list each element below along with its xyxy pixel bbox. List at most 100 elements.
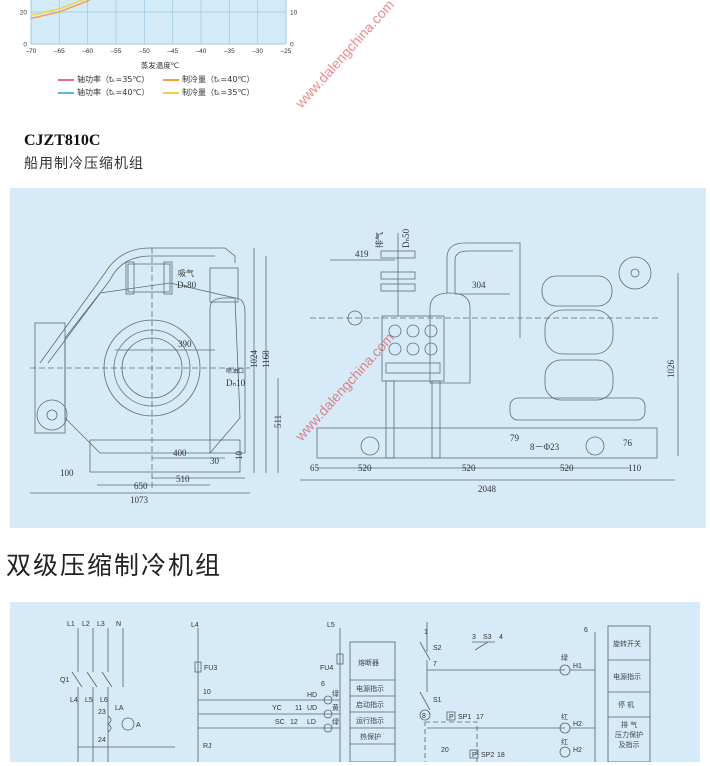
label-10: 10 bbox=[203, 689, 211, 696]
dim-419: 419 bbox=[355, 249, 369, 259]
label-suction: 吸气 bbox=[178, 268, 194, 278]
chart-x-ticks: –70–65–60–55–50–45–40–35–30–25 bbox=[26, 48, 292, 55]
dim-79: 79 bbox=[510, 433, 520, 443]
label-l3: L3 bbox=[97, 621, 105, 628]
lamp-hd bbox=[323, 695, 333, 705]
gauge bbox=[424, 324, 438, 338]
label-circle-20: 20 bbox=[441, 747, 449, 754]
section-title: 双级压缩制冷机组 bbox=[6, 551, 223, 580]
legend-item: 制冷量（tₖ=35℃） bbox=[163, 87, 273, 98]
wiring-schematic: L1 L2 L3 N Q1 L4 L5 L6 23 LA A 24 L4 FU3… bbox=[60, 621, 651, 766]
x-tick-label: –30 bbox=[252, 48, 263, 55]
series-line bbox=[30, 0, 84, 16]
table-left-1: 电源指示 bbox=[356, 684, 384, 693]
label-la: LA bbox=[115, 705, 124, 712]
x-tick-label: –55 bbox=[111, 48, 122, 55]
left-base bbox=[89, 439, 241, 473]
dim-304: 304 bbox=[472, 280, 486, 290]
label-s3: S3 bbox=[483, 634, 492, 641]
dimension-drawing: 吸气 Dₙ80 喷油口 Dₙ10 390 400 30 10 100 510 6… bbox=[30, 228, 679, 505]
legend-label: 制冷量（tₖ=40℃） bbox=[182, 75, 255, 84]
gauge bbox=[388, 324, 402, 338]
label-a: A bbox=[136, 722, 141, 729]
label-l4b: L4 bbox=[191, 622, 199, 629]
table-left-0: 熔断器 bbox=[358, 658, 379, 667]
label-l4: L4 bbox=[70, 697, 78, 704]
model-name: 船用制冷压缩机组 bbox=[24, 156, 144, 172]
dim-520-c: 520 bbox=[560, 463, 574, 473]
top-pipe-inner bbox=[454, 250, 513, 293]
label-circle-17: 17 bbox=[476, 714, 484, 721]
label-discharge: 排气 bbox=[374, 232, 384, 248]
label-sp1: SP1 bbox=[458, 714, 471, 721]
dim-650: 650 bbox=[134, 481, 148, 491]
lamp-ld bbox=[323, 723, 333, 733]
label-l1: L1 bbox=[67, 621, 75, 628]
legend-label: 轴功率（tₖ=35℃） bbox=[77, 75, 150, 84]
chart-plot-area bbox=[30, 0, 287, 45]
valve-flange-r bbox=[163, 261, 173, 295]
valve-flange-l bbox=[125, 261, 135, 295]
label-l5b: L5 bbox=[327, 622, 335, 629]
dim-65: 65 bbox=[310, 463, 320, 473]
label-hd: HD bbox=[307, 692, 317, 699]
legend-item: 轴功率（tₖ=35℃） bbox=[58, 74, 163, 85]
dim-10: 10 bbox=[234, 451, 244, 461]
label-11: 11 bbox=[295, 705, 302, 712]
label-q1: Q1 bbox=[60, 677, 69, 684]
lamp-h2b bbox=[559, 746, 571, 758]
label-yc: YC bbox=[272, 705, 282, 712]
dim-400: 400 bbox=[173, 448, 187, 458]
x-tick-label: –60 bbox=[82, 48, 93, 55]
label-ld: LD bbox=[307, 719, 316, 726]
dim-520-b: 520 bbox=[462, 463, 476, 473]
top-pipe bbox=[446, 242, 521, 338]
gauge bbox=[388, 342, 402, 356]
table-right-0: 旋转开关 bbox=[613, 639, 641, 648]
label-p2: P bbox=[472, 752, 477, 759]
x-tick-label: –35 bbox=[224, 48, 235, 55]
gauge bbox=[424, 342, 438, 356]
label-12: 12 bbox=[290, 719, 298, 726]
dim-510: 510 bbox=[176, 474, 190, 484]
label-sc: SC bbox=[275, 719, 285, 726]
label-red-1: 红 bbox=[561, 712, 568, 721]
label-red-2: 红 bbox=[561, 737, 568, 746]
x-tick-label: –45 bbox=[167, 48, 178, 55]
receiver-low bbox=[544, 359, 614, 401]
gauge bbox=[406, 324, 420, 338]
dim-2048: 2048 bbox=[478, 484, 497, 494]
current-transformer bbox=[107, 715, 112, 733]
performance-chart-svg: –70–65–60–55–50–45–40–35–30–25 020400102… bbox=[20, 0, 298, 70]
label-discharge-size: Dₙ50 bbox=[401, 228, 411, 248]
dim-511: 511 bbox=[273, 415, 283, 428]
suction-valve bbox=[127, 263, 171, 293]
fuse-fu3 bbox=[194, 661, 202, 673]
label-circle-18: 18 bbox=[497, 752, 505, 759]
label-h2b: H2 bbox=[573, 747, 582, 754]
y-left-tick-label: 20 bbox=[20, 10, 28, 17]
legend-item: 制冷量（tₖ=40℃） bbox=[163, 74, 273, 85]
label-7: 7 bbox=[433, 661, 437, 668]
separator-tank bbox=[429, 292, 471, 384]
label-oil-size: Dₙ10 bbox=[226, 378, 246, 388]
side-pulley-hub bbox=[46, 409, 58, 421]
table-left-3: 运行指示 bbox=[356, 716, 384, 725]
right-pulley-hub bbox=[630, 268, 640, 278]
table-right-1: 电源指示 bbox=[613, 672, 641, 681]
performance-chart: –70–65–60–55–50–45–40–35–30–25 020400102… bbox=[0, 0, 330, 110]
label-green-1: 绿 bbox=[332, 689, 339, 698]
legend-label: 制冷量（tₖ=35℃） bbox=[182, 88, 255, 97]
chart-x-axis-label: 蒸发温度℃ bbox=[141, 60, 179, 70]
dim-390: 390 bbox=[178, 339, 192, 349]
label-s2: S2 bbox=[433, 645, 442, 652]
dim-1024: 1024 bbox=[249, 350, 259, 369]
dim-100: 100 bbox=[60, 468, 74, 478]
label-holes: 8－Φ23 bbox=[530, 442, 560, 452]
label-24: 24 bbox=[98, 737, 106, 744]
label-fu4: FU4 bbox=[320, 665, 333, 672]
legend-label: 轴功率（tₖ=40℃） bbox=[77, 88, 150, 97]
label-n: N bbox=[116, 621, 121, 628]
receiver-top bbox=[541, 275, 613, 307]
y-right-tick-label: 0 bbox=[290, 42, 294, 49]
